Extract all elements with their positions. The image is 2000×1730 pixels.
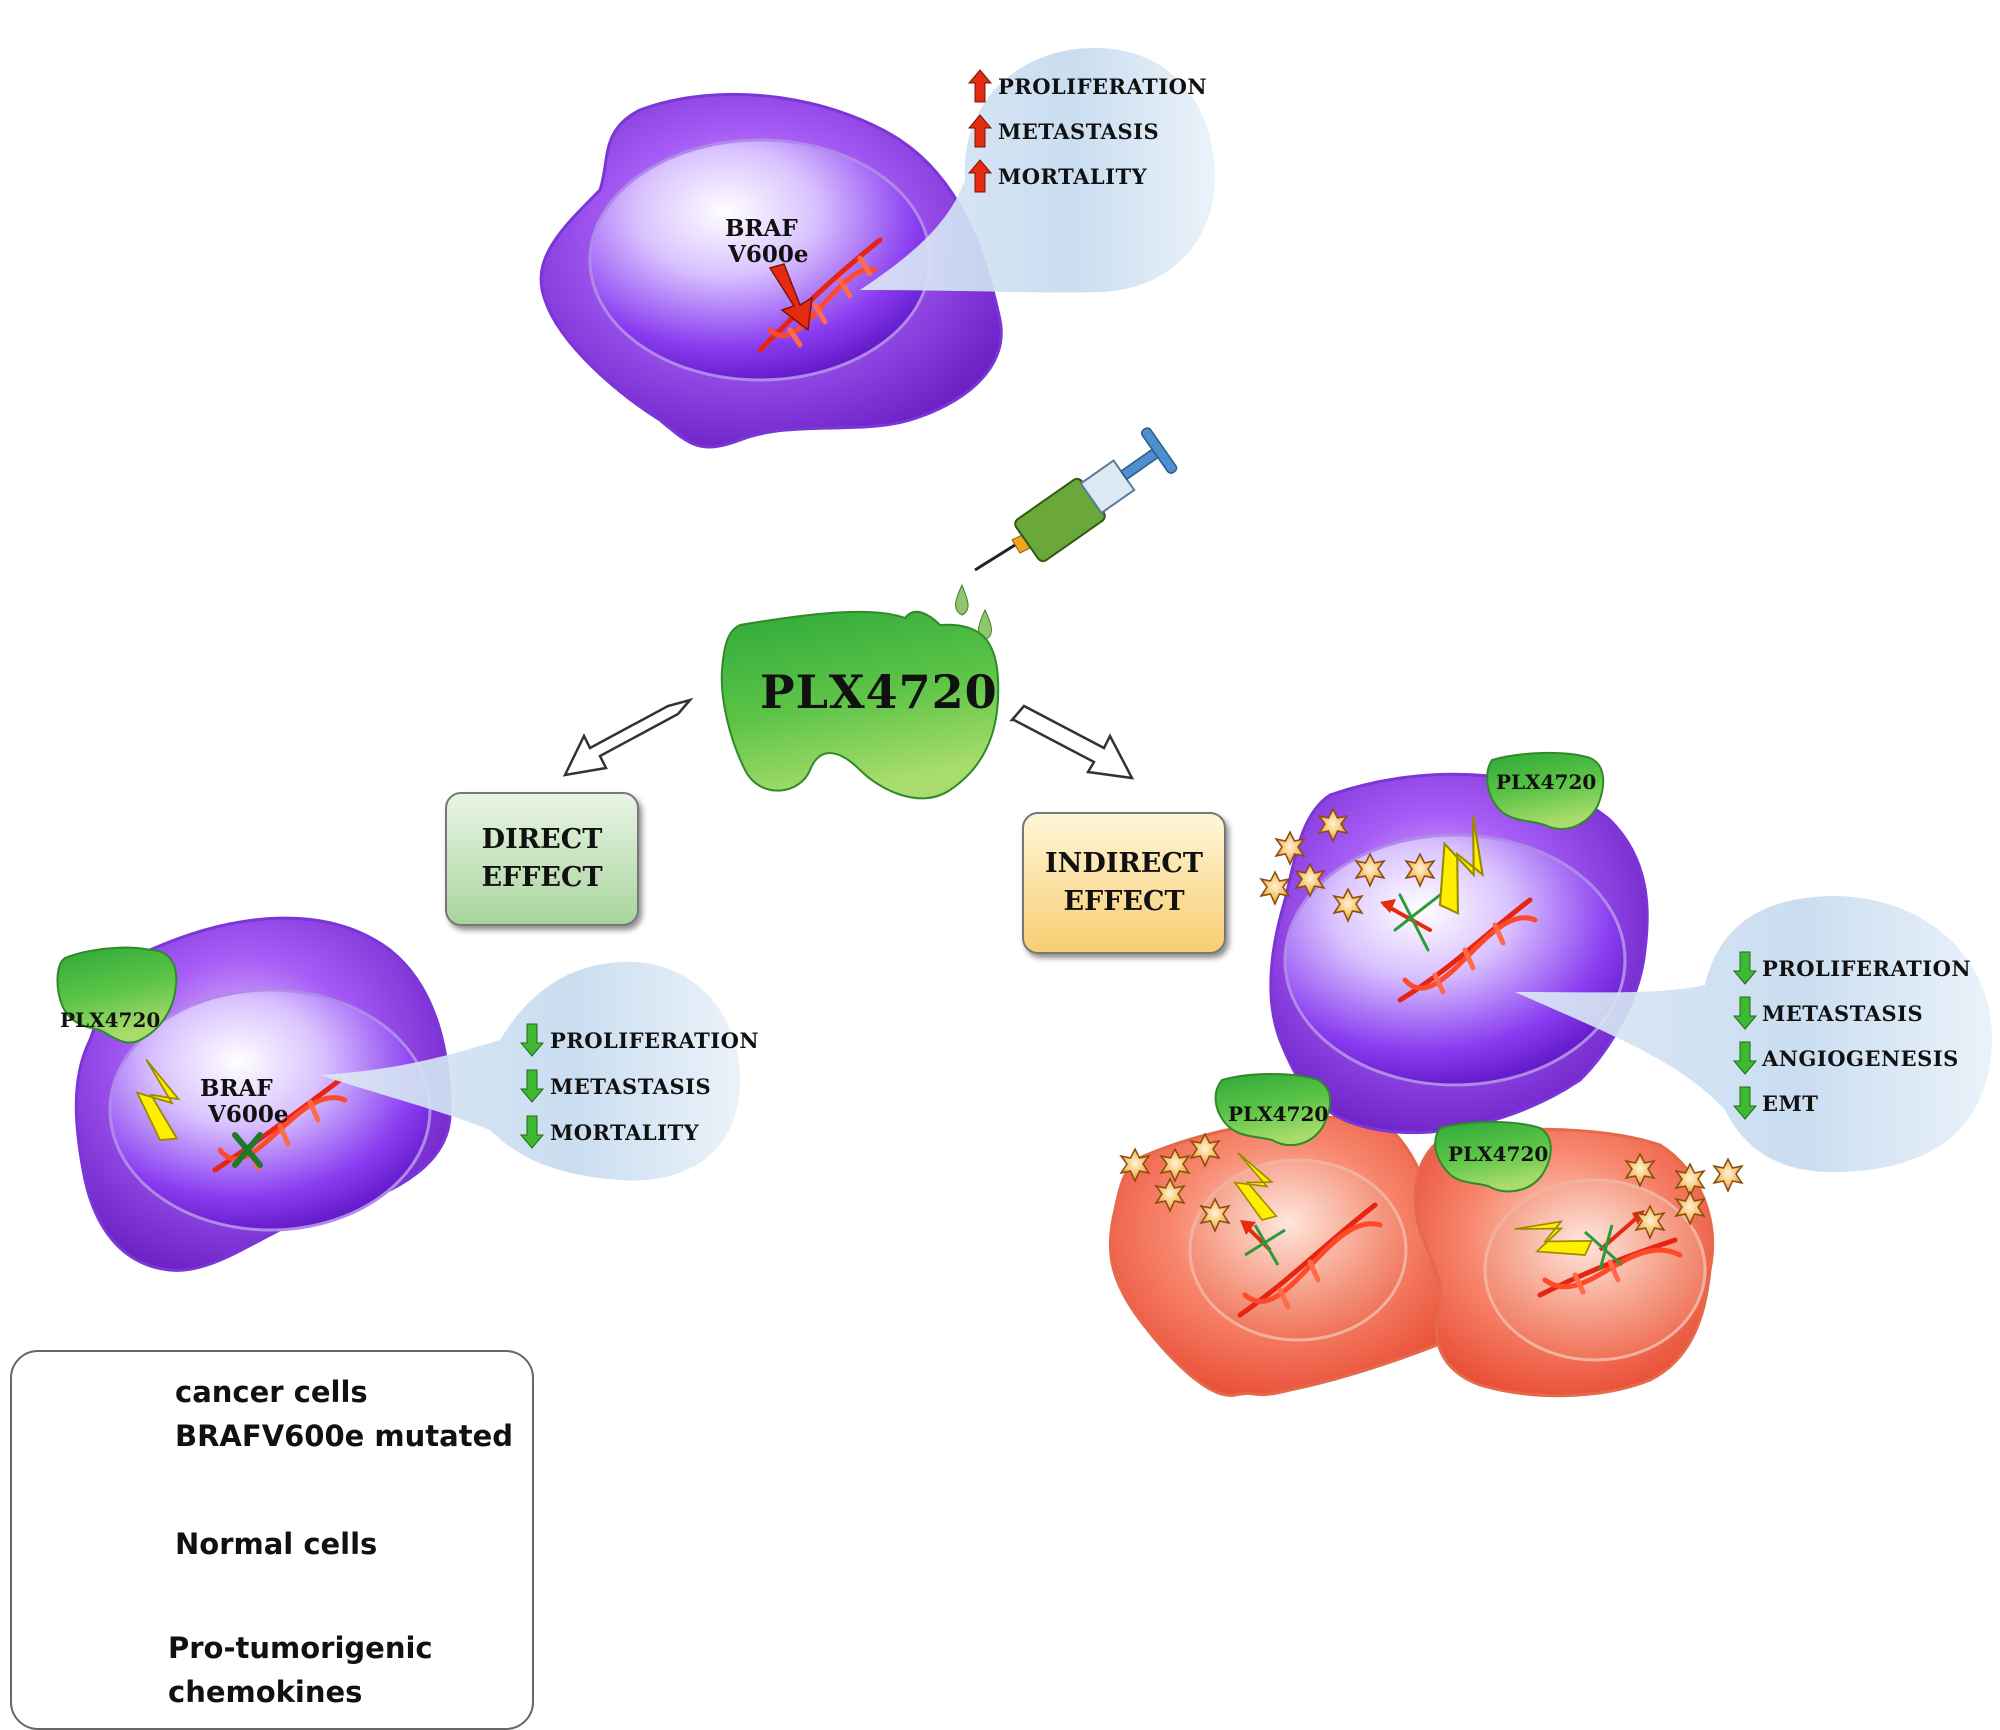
indirect-cancer-drug-label: PLX4720: [1496, 770, 1597, 794]
legend: [10, 1350, 534, 1730]
normal-cell-left: [1108, 1115, 1455, 1397]
direct-effect-line2: EFFECT: [481, 862, 603, 893]
legend-normal: Normal cells: [175, 1527, 378, 1561]
indirect-effect-metastasis: METASTASIS: [1762, 1001, 1924, 1026]
direct-drug-label: PLX4720: [60, 1008, 161, 1032]
direct-effect-proliferation: PROLIFERATION: [550, 1028, 760, 1053]
central-drug-shape: [720, 610, 1000, 800]
normal-left-drug-shape: [1214, 1073, 1332, 1147]
indirect-cancer-drug-shape: [1486, 751, 1605, 830]
top-mutation-arrow-icon: [768, 263, 813, 332]
indirect-effects-bubble: [1515, 895, 1993, 1173]
direct-drug-shape: [56, 946, 178, 1044]
indirect-effect-box: INDIRECT EFFECT: [1022, 812, 1226, 954]
legend-cancer-line1: cancer cells: [175, 1375, 368, 1409]
indirect-dna-icon: [1397, 897, 1538, 1003]
legend-chemokines-line1: Pro-tumorigenic: [168, 1631, 433, 1665]
top-effect-proliferation: PROLIFERATION: [998, 74, 1208, 99]
normal-right-drug-shape: [1434, 1121, 1552, 1193]
star-icon: [1713, 1158, 1743, 1192]
legend-cancer-line2: BRAFV600e mutated: [175, 1419, 514, 1453]
top-mutation-label-line1: BRAF: [725, 215, 798, 242]
arrow-to-direct-icon: [562, 697, 694, 777]
syringe-icon: [955, 427, 1178, 641]
normal-left-blocked-arrow-icon: [1240, 1220, 1286, 1266]
arrow-to-indirect-icon: [1009, 704, 1135, 780]
direct-effect-metastasis: METASTASIS: [550, 1074, 712, 1099]
top-effect-metastasis: METASTASIS: [998, 119, 1160, 144]
indirect-effect-angiogenesis: ANGIOGENESIS: [1762, 1046, 1959, 1071]
indirect-effect-proliferation: PROLIFERATION: [1762, 956, 1972, 981]
normal-right-drug-label: PLX4720: [1448, 1142, 1549, 1166]
normal-left-drug-label: PLX4720: [1228, 1102, 1329, 1126]
normal-right-dna-icon: [1537, 1237, 1683, 1298]
top-effect-mortality: MORTALITY: [998, 164, 1148, 189]
direct-mutation-label-line2: V600e: [208, 1101, 289, 1128]
normal-left-dna-icon: [1237, 1202, 1383, 1318]
indirect-effect-line2: EFFECT: [1063, 886, 1185, 917]
top-dna-icon: [757, 237, 883, 353]
top-effects-bubble: [860, 47, 1216, 293]
direct-block-icon: [232, 1132, 263, 1168]
direct-effect-mortality: MORTALITY: [550, 1120, 700, 1145]
direct-effect-box: DIRECT EFFECT: [445, 792, 639, 926]
central-drug-label: PLX4720: [760, 665, 998, 719]
indirect-effect-line1: INDIRECT: [1045, 848, 1203, 879]
indirect-blocked-arrow-icon: [1380, 893, 1442, 952]
top-mutation-label-line2: V600e: [728, 241, 809, 268]
direct-effect-line1: DIRECT: [481, 824, 603, 855]
up-arrow-icon: [968, 69, 992, 103]
indirect-effect-emt: EMT: [1762, 1091, 1819, 1116]
direct-mutation-label-line1: BRAF: [200, 1075, 273, 1102]
legend-chemokines-line2: chemokines: [168, 1675, 363, 1709]
